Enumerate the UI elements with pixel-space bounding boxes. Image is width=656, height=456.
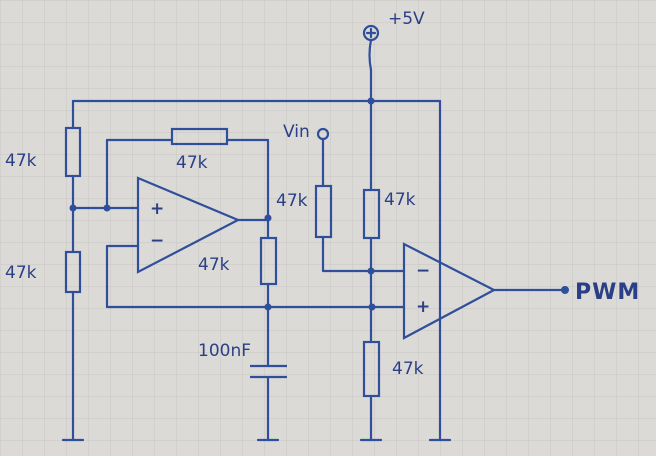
output-terminal (561, 286, 569, 294)
resistor-label: 47k (198, 255, 230, 275)
vin-wire (321, 235, 406, 273)
opamp-1-plus-sign: + (150, 199, 164, 219)
supply-wire (368, 38, 373, 102)
resistor-label: 47k (5, 263, 37, 283)
resistor-feedback (170, 127, 229, 146)
opamp-1-minus-sign: − (150, 231, 164, 251)
feedback-wire (225, 138, 270, 220)
supply-label: +5V (388, 9, 425, 29)
opamp-1 (136, 176, 241, 274)
junction-dot (264, 303, 272, 311)
inv-input-wire (105, 244, 374, 309)
resistor-label: 47k (392, 359, 424, 379)
input-label: Vin (283, 122, 310, 142)
resistor-label: 47k (176, 153, 208, 173)
junction-dot (367, 267, 375, 275)
resistor-label: 47k (384, 190, 416, 210)
feedback-wire (105, 138, 174, 210)
opamp-2-plus-sign: + (416, 297, 430, 317)
opamp-2-minus-sign: − (416, 261, 430, 281)
resistor-label: 47k (276, 191, 308, 211)
capacitor-label: 100nF (198, 341, 251, 361)
opamp-2 (402, 242, 497, 340)
resistor-label: 47k (5, 151, 37, 171)
supply-terminal (362, 24, 380, 42)
output-label: PWM (575, 280, 640, 305)
